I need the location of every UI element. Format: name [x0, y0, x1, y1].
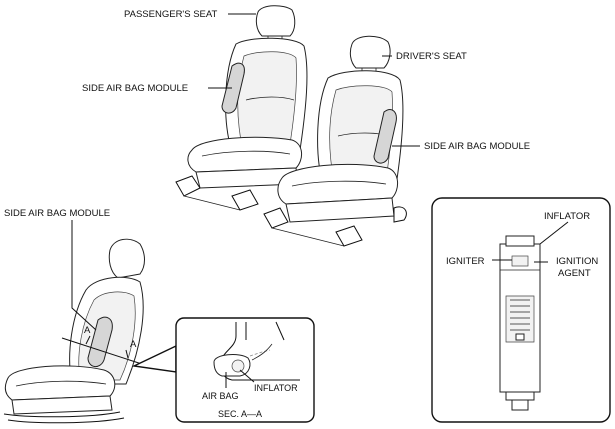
- side-view-side-air-bag-module: [87, 316, 113, 367]
- section-marker-a-right: A: [130, 339, 137, 350]
- air-bag-label: AIR BAG: [202, 391, 239, 401]
- igniter-shape: [511, 255, 529, 267]
- side-air-bag-module-label-bottom: SIDE AIR BAG MODULE: [4, 208, 110, 219]
- section-caption: SEC. A—A: [218, 409, 262, 419]
- passenger-seat-illustration: [175, 5, 308, 211]
- side-view-seat-illustration: [3, 238, 145, 424]
- section-callout-pointer: [131, 344, 177, 373]
- driver-side-air-bag-module: [373, 109, 397, 164]
- passengers-seat-label: PASSENGER'S SEAT: [124, 9, 218, 20]
- igniter-label: IGNITER: [446, 256, 485, 267]
- inflator-cross-section: [499, 235, 541, 411]
- driver-seat-illustration: [263, 35, 407, 247]
- passenger-side-air-bag-module: [221, 62, 245, 114]
- inflator-detail-label: INFLATOR: [544, 211, 590, 222]
- ignition-agent-label-line1: IGNITION: [556, 256, 598, 267]
- section-a-a-detail: [213, 321, 300, 381]
- inflator-circle: [231, 359, 245, 373]
- ignition-agent-label-line2: AGENT: [558, 268, 591, 279]
- section-marker-a-left: A: [84, 325, 91, 336]
- drivers-seat-label: DRIVER'S SEAT: [396, 51, 467, 62]
- inflator-section-label: INFLATOR: [254, 383, 298, 393]
- side-air-bag-module-label-left: SIDE AIR BAG MODULE: [82, 83, 188, 94]
- side-air-bag-module-label-right: SIDE AIR BAG MODULE: [424, 141, 530, 152]
